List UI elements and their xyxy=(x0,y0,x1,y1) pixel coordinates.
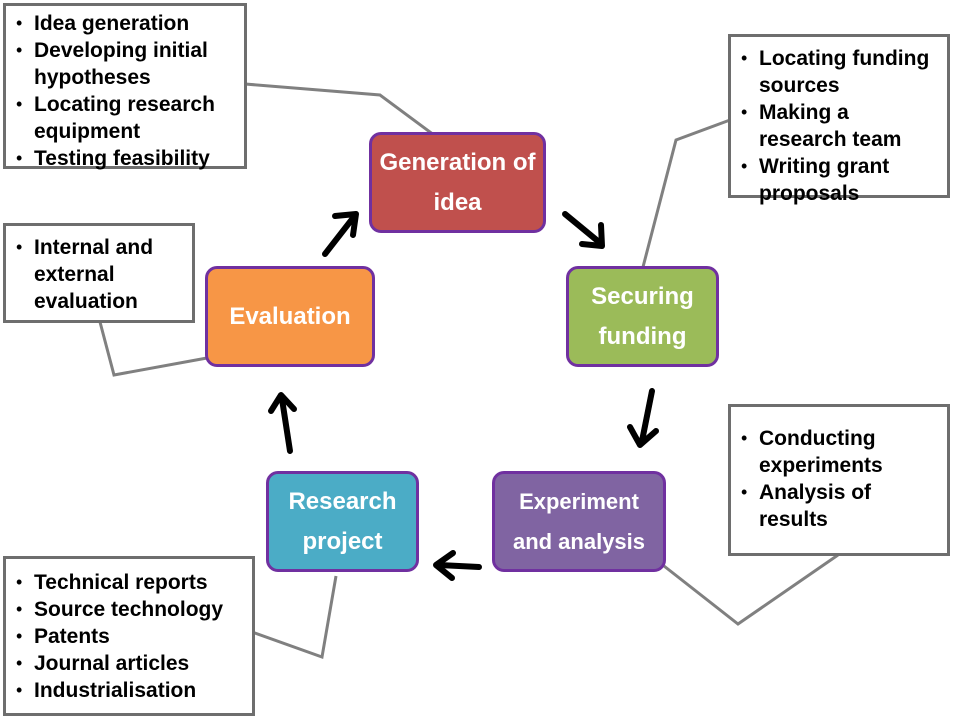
list-item: Testing feasibility xyxy=(14,145,236,172)
list-item: Analysis of results xyxy=(739,479,939,533)
connector-evaluation xyxy=(98,321,208,377)
list-item: Industrialisation xyxy=(14,677,244,704)
stage-label: Generation of idea xyxy=(379,148,536,216)
list-item: Conducting experiments xyxy=(739,425,939,479)
connector-research xyxy=(251,575,338,660)
connector-funding xyxy=(641,118,731,268)
list-item: Developing initial hypotheses xyxy=(14,37,236,91)
arrow-icon xyxy=(433,550,482,581)
arrow-icon xyxy=(627,388,659,448)
stage-research-project: Research project xyxy=(266,471,419,572)
arrow-icon xyxy=(322,211,359,257)
list-item: Technical reports xyxy=(14,569,244,596)
note-funding: Locating funding sources Making a resear… xyxy=(728,34,950,205)
list-item: Idea generation xyxy=(14,10,236,37)
list-item: Source technology xyxy=(14,596,244,623)
list-item: Internal and external evaluation xyxy=(14,234,184,315)
stage-label: Experiment and analysis xyxy=(512,488,646,554)
list-item: Locating research equipment xyxy=(14,91,236,145)
connector-generation xyxy=(244,82,439,140)
stage-experiment-and-analysis: Experiment and analysis xyxy=(492,471,666,572)
stage-generation-of-idea: Generation of idea xyxy=(369,132,546,233)
note-generation: Idea generation Developing initial hypot… xyxy=(3,3,247,172)
stage-securing-funding: Securing funding xyxy=(566,266,719,367)
connector-experiment xyxy=(663,553,839,626)
note-experiment: Conducting experiments Analysis of resul… xyxy=(728,404,950,556)
arrow-icon xyxy=(268,392,297,454)
arrow-icon xyxy=(562,211,605,249)
stage-label: Research project xyxy=(288,487,397,555)
list-item: Locating funding sources xyxy=(739,45,939,99)
stage-label: Evaluation xyxy=(229,302,351,330)
list-item: Patents xyxy=(14,623,244,650)
list-item: Journal articles xyxy=(14,650,244,677)
list-item: Making a research team xyxy=(739,99,939,153)
stage-evaluation: Evaluation xyxy=(205,266,375,367)
stage-label: Securing funding xyxy=(591,282,694,350)
note-evaluation: Internal and external evaluation xyxy=(3,223,195,323)
note-research: Technical reports Source technology Pate… xyxy=(3,556,255,716)
list-item: Writing grant proposals xyxy=(739,153,939,207)
